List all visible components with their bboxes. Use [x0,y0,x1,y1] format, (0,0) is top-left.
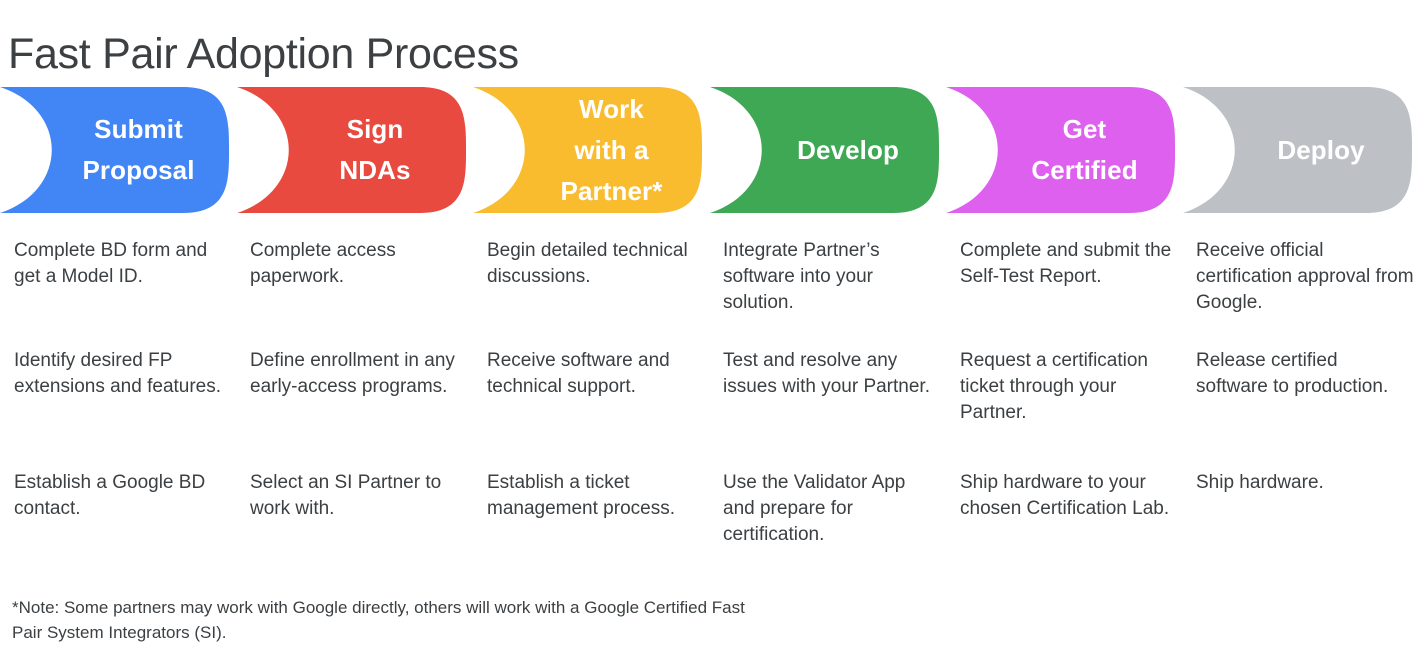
chevron-shape-submit-proposal [0,87,229,213]
detail-item: Ship hardware to your chosen Certificati… [960,472,1170,519]
process-stage-label-line: Certified [1031,155,1138,185]
process-stage-label-line: NDAs [339,155,411,185]
detail-item: Define enrollment in any early-access pr… [250,350,455,397]
detail-item: Identify desired FP extensions and featu… [14,350,222,397]
detail-item: Complete access paperwork. [250,240,396,287]
process-stage-label-work-with-a-partner: Work with a Partner* [473,89,702,212]
page-title: Fast Pair Adoption Process [8,29,519,78]
process-stage-develop[interactable]: Develop [709,87,939,213]
chevron-shape-develop [709,87,939,213]
process-stage-label-line: Get [1062,114,1107,144]
detail-item: Establish a ticket management process. [487,472,675,519]
detail-item: Begin detailed technical discussions. [487,240,688,287]
chevron-shape-get-certified [946,87,1175,213]
detail-item: Release certified software to production… [1196,350,1389,397]
chevron-shape-deploy [1182,87,1412,213]
detail-item: Ship hardware. [1196,472,1324,493]
chevron-shape-sign-ndas [236,87,466,213]
detail-row: Complete BD form and get a Model ID. Comp… [0,238,1423,348]
process-stage-label-line: Partner* [560,175,663,206]
process-stage-label-develop: Develop [710,130,939,171]
process-stage-deploy[interactable]: Deploy [1182,87,1412,213]
process-stage-work-with-a-partner[interactable]: Work with a Partner* [473,87,702,213]
detail-item: Complete BD form and get a Model ID. [14,240,208,287]
detail-item: Use the Validator App and prepare for ce… [723,472,906,545]
process-stage-label-line: Proposal [82,155,195,185]
detail-item: Select an SI Partner to work with. [250,472,442,519]
process-stage-label-line: with a [574,134,649,165]
process-stage-label-line: Work [579,93,644,124]
detail-item: Integrate Partner’s software into your s… [723,240,880,313]
detail-item: Receive software and technical support. [487,350,670,397]
detail-item: Test and resolve any issues with your Pa… [723,350,930,397]
footnote-note: *Note: Some partners may work with Googl… [12,598,745,642]
chevron-shape-work-with-a-partner [473,87,702,213]
process-stage-label-line: Sign [346,114,404,144]
process-stage-label-line: Deploy [1277,134,1365,165]
detail-item: Establish a Google BD contact. [14,472,206,519]
process-stage-label-deploy: Deploy [1183,130,1412,171]
process-stage-label-line: Develop [797,134,899,165]
detail-item: Receive official certification approval … [1196,240,1414,313]
detail-row: Establish a Google BD contact. Select an … [0,470,1423,580]
detail-row: Identify desired FP extensions and featu… [0,348,1423,458]
detail-item: Request a certification ticket through y… [960,350,1148,423]
process-stage-label-line: Submit [94,114,183,144]
detail-item: Complete and submit the Self-Test Report… [960,240,1172,287]
